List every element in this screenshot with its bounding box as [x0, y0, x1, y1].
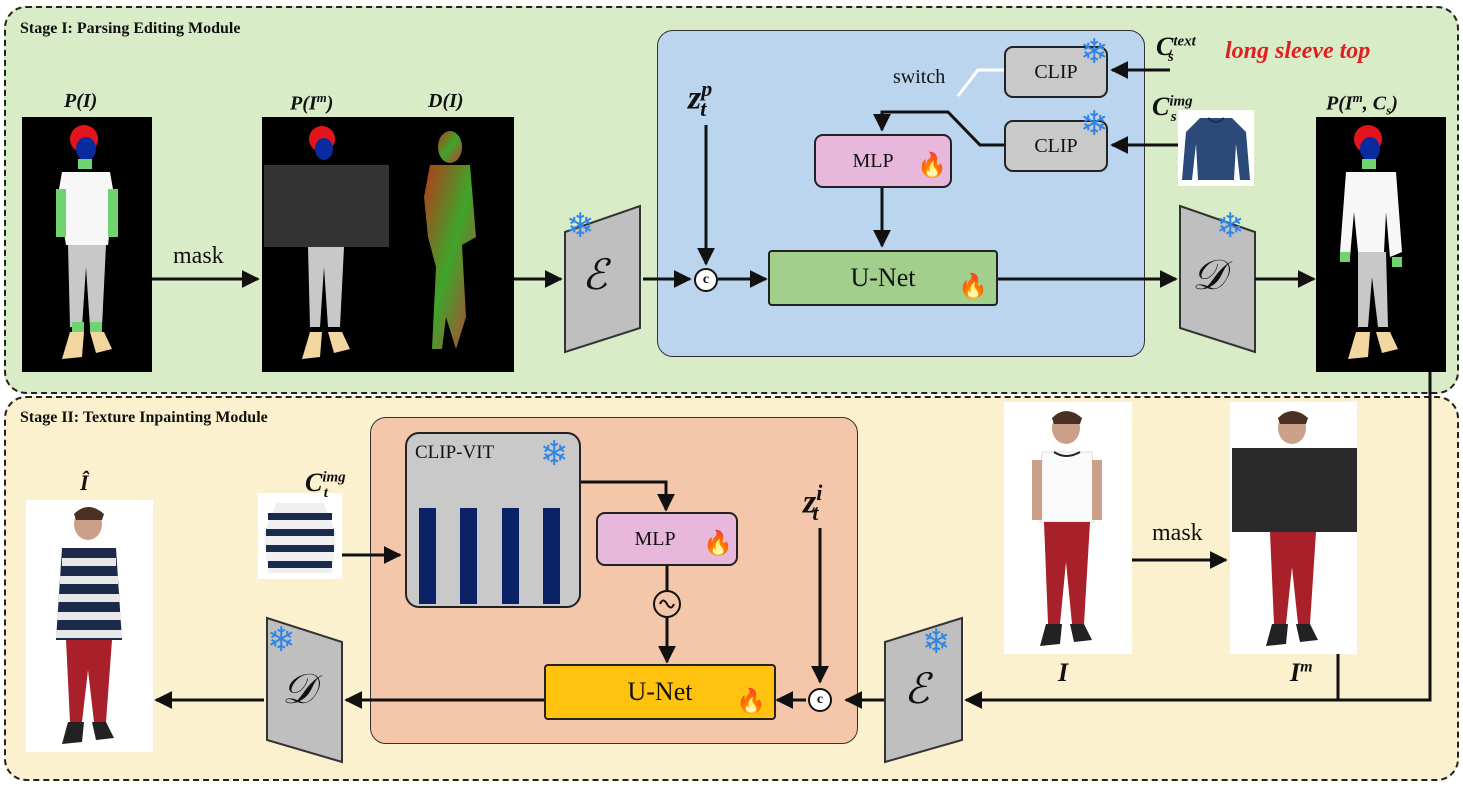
input-person-image: [1004, 402, 1132, 654]
switch-label: switch: [893, 66, 946, 88]
encoder-stage2: ℰ: [904, 664, 930, 713]
mlp-stage2: MLP: [596, 512, 738, 566]
label-p-out: P(Im, Cs): [1326, 90, 1398, 118]
mask-label-stage1: mask: [173, 243, 224, 269]
decoder1-freeze-icon: ❄: [1216, 208, 1245, 245]
prompt-long-sleeve-top: long sleeve top: [1225, 38, 1371, 64]
edited-parsing-image: [1316, 117, 1446, 372]
label-cs-text: Ctexts: [1156, 32, 1196, 66]
unet-stage2: U-Net: [544, 664, 776, 720]
input-person-figure: [1032, 411, 1102, 646]
clip-image-encoder: CLIP: [1004, 120, 1108, 172]
clip-vit-freeze-icon: ❄: [540, 436, 569, 473]
striped-sweater-drawing: [264, 503, 336, 573]
clip-vit-label: CLIP-VIT: [415, 442, 495, 463]
clip-text-encoder: CLIP: [1004, 46, 1108, 98]
parsing-map-image: [22, 117, 152, 372]
concat-stage2: c: [808, 688, 832, 712]
label-z-t-p: zpt: [688, 76, 713, 122]
vit-layer-2: [460, 508, 477, 604]
clip-top-freeze-icon: ❄: [1080, 34, 1109, 71]
masked-parsing-depth-image: [262, 117, 514, 372]
decoder-stage2: 𝒟: [282, 664, 316, 713]
unet2-train-icon: 🔥: [736, 689, 766, 715]
mlp2-train-icon: 🔥: [703, 531, 733, 557]
clip-bottom-freeze-icon: ❄: [1080, 106, 1109, 143]
label-i: I: [1058, 658, 1069, 687]
mlp-stage1: MLP: [814, 134, 952, 188]
parsing-figure: [56, 125, 118, 359]
vit-layer-1: [419, 508, 436, 604]
label-p-im: P(Im): [290, 90, 334, 115]
label-i-hat: Î: [80, 470, 89, 495]
sweater-drawing: [1182, 117, 1250, 180]
label-cs-img: Cimgs: [1152, 92, 1193, 126]
label-z-t-i: zit: [803, 480, 823, 526]
masked-person-figure: [1232, 411, 1357, 646]
stage-2-title: Stage II: Texture Inpainting Module: [20, 409, 268, 426]
output-person-figure: [56, 507, 122, 744]
decoder-stage1: 𝒟: [1192, 250, 1226, 299]
encoder2-freeze-icon: ❄: [922, 624, 951, 661]
label-ct-img: Cimgt: [305, 468, 346, 502]
label-d-i: D(I): [428, 90, 464, 112]
vit-layer-3: [502, 508, 519, 604]
concat-stage1: c: [694, 268, 718, 292]
encoder-stage1: ℰ: [582, 250, 608, 299]
label-p-i: P(I): [64, 90, 98, 112]
mask-label-stage2: mask: [1152, 520, 1203, 546]
output-person-image: [26, 500, 153, 752]
mlp1-train-icon: 🔥: [917, 153, 947, 179]
masked-person-image: [1230, 402, 1357, 654]
striped-sweater-reference-image: [258, 493, 342, 579]
sweater-reference-image: [1178, 110, 1254, 186]
unet-stage1: U-Net: [768, 250, 998, 306]
encoder1-freeze-icon: ❄: [566, 208, 595, 245]
stage-1-title: Stage I: Parsing Editing Module: [20, 20, 241, 37]
masked-figures: [264, 126, 476, 359]
decoder2-freeze-icon: ❄: [267, 622, 296, 659]
unet1-train-icon: 🔥: [958, 274, 988, 300]
edited-parsing-figure: [1340, 125, 1402, 359]
label-im: Im: [1290, 658, 1313, 687]
vit-layer-4: [543, 508, 560, 604]
